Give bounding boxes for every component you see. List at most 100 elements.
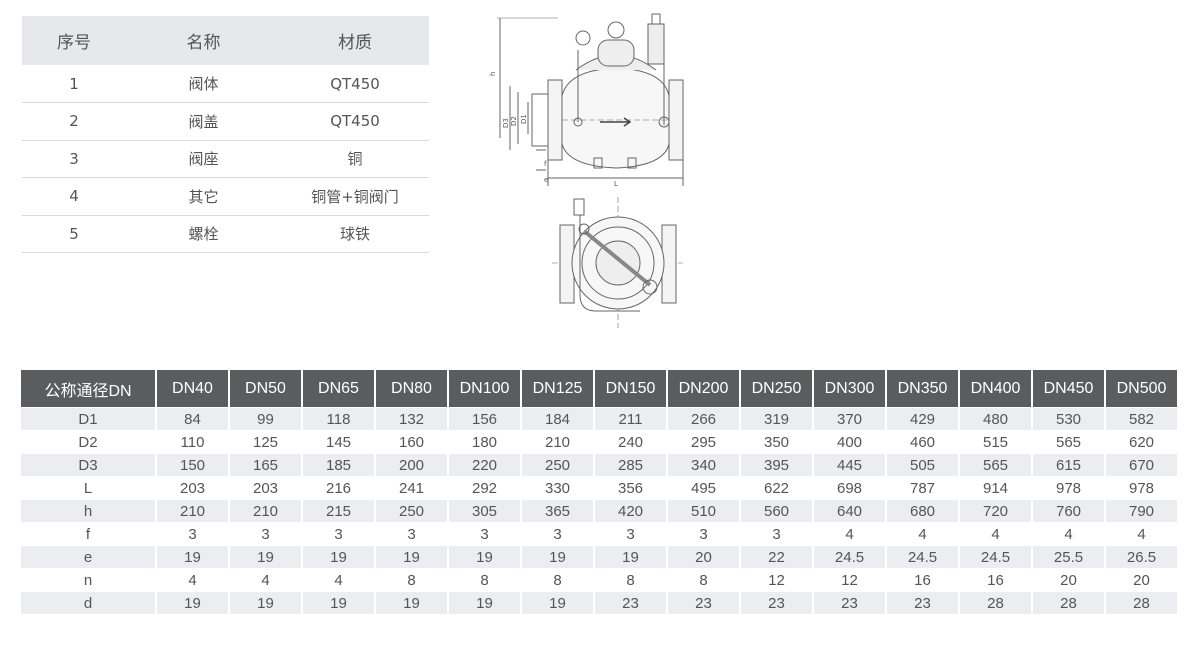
dimension-value: 200 [376,454,447,476]
dimension-value: 210 [230,500,301,522]
dimension-value: 28 [1106,592,1177,614]
dimension-value: 240 [595,431,666,453]
cell: QT450 [281,102,429,141]
header-dn: DN40 [157,370,228,407]
dimension-value: 4 [814,523,885,545]
dimension-value: 285 [595,454,666,476]
dimension-value: 180 [449,431,520,453]
dimension-value: 582 [1106,408,1177,430]
dimension-value: 19 [376,546,447,568]
dimension-value: 787 [887,477,958,499]
dimension-value: 12 [814,569,885,591]
dimension-value: 160 [376,431,447,453]
cell: 阀体 [126,65,281,103]
dimension-value: 211 [595,408,666,430]
header-dn: DN65 [303,370,374,407]
dimension-value: 680 [887,500,958,522]
dimension-value: 460 [887,431,958,453]
dim-label-f: f [544,160,547,168]
dimension-value: 185 [303,454,374,476]
cell: 阀盖 [126,102,281,141]
row-label: D3 [21,454,155,476]
row-label: L [21,477,155,499]
dimension-value: 4 [157,569,228,591]
dimension-value: 505 [887,454,958,476]
dim-label-h: h [489,72,497,76]
dimension-value: 4 [1106,523,1177,545]
dimension-value: 760 [1033,500,1104,522]
dimension-value: 19 [449,546,520,568]
dimension-value: 203 [157,477,228,499]
dimension-value: 145 [303,431,374,453]
dimension-value: 978 [1033,477,1104,499]
dimension-value: 216 [303,477,374,499]
dimension-value: 420 [595,500,666,522]
dimension-value: 480 [960,408,1031,430]
materials-row: 5 螺栓 球铁 [22,215,429,253]
header-nominal-diameter: 公称通径DN [21,370,155,407]
dimension-value: 8 [376,569,447,591]
header-dn: DN125 [522,370,593,407]
row-label: f [21,523,155,545]
cell: 其它 [126,177,281,216]
dimension-value: 210 [157,500,228,522]
dimension-value: 24.5 [960,546,1031,568]
dimension-value: 20 [1106,569,1177,591]
dimension-value: 19 [449,592,520,614]
dimension-value: 156 [449,408,520,430]
header-dn: DN400 [960,370,1031,407]
dimension-value: 19 [522,592,593,614]
cell: 铜管+铜阀门 [281,177,429,216]
dim-label-d2: D2 [510,116,518,126]
header-dn: DN80 [376,370,447,407]
dimension-value: 3 [303,523,374,545]
dimension-value: 8 [522,569,593,591]
dimension-value: 215 [303,500,374,522]
dimension-value: 720 [960,500,1031,522]
dimension-value: 3 [230,523,301,545]
header-dn: DN50 [230,370,301,407]
dimensions-header-row: 公称通径DN DN40 DN50 DN65 DN80 DN100 DN125 D… [21,370,1177,407]
dimension-value: 19 [157,546,228,568]
dimension-value: 698 [814,477,885,499]
cell: 3 [22,140,126,178]
dimension-value: 978 [1106,477,1177,499]
dimension-value: 565 [960,454,1031,476]
row-label: d [21,592,155,614]
cell: 球铁 [281,215,429,253]
cell: 5 [22,215,126,253]
dimension-value: 150 [157,454,228,476]
dimension-value: 495 [668,477,739,499]
dimension-value: 19 [303,546,374,568]
header-dn: DN250 [741,370,812,407]
dimension-value: 99 [230,408,301,430]
dimension-value: 3 [595,523,666,545]
dimension-value: 16 [887,569,958,591]
cell: 螺栓 [126,215,281,253]
dimension-value: 445 [814,454,885,476]
header-dn: DN500 [1106,370,1177,407]
dimension-value: 8 [449,569,520,591]
dimensions-table: 公称通径DN DN40 DN50 DN65 DN80 DN100 DN125 D… [19,369,1179,615]
dimension-value: 28 [960,592,1031,614]
dimension-value: 19 [595,546,666,568]
dimension-value: 4 [1033,523,1104,545]
header-index: 序号 [22,16,126,65]
dimension-value: 330 [522,477,593,499]
dimension-value: 19 [303,592,374,614]
dimension-value: 4 [303,569,374,591]
dim-label-l: L [614,180,618,188]
dimension-value: 241 [376,477,447,499]
dimension-value: 23 [668,592,739,614]
row-label: h [21,500,155,522]
dimension-value: 640 [814,500,885,522]
dimension-value: 790 [1106,500,1177,522]
dimension-value: 340 [668,454,739,476]
dimension-value: 8 [595,569,666,591]
